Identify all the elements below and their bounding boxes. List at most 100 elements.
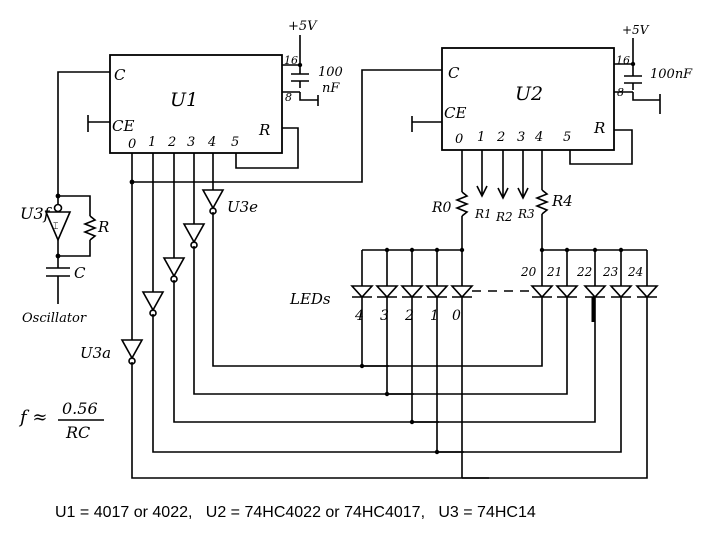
inverter-3-wire — [193, 153, 414, 395]
osc-resistor — [82, 215, 98, 241]
formula-lhs: f ≈ — [18, 407, 47, 428]
u1-to-u2-clock-wire — [132, 69, 442, 183]
led-label-2: 2 — [404, 308, 414, 324]
u2-name: U2 — [515, 83, 543, 105]
u2-output-network: R0 R1 R2 R3 R4 — [431, 150, 573, 250]
u2-cap-value: 100nF — [650, 67, 693, 82]
u1-name: U1 — [170, 89, 198, 111]
inverter-3-gate — [182, 223, 206, 244]
led-1 — [425, 250, 449, 452]
led-label-0: 0 — [452, 308, 461, 324]
r0-resistor — [454, 191, 470, 217]
r1-label: R1 — [474, 207, 492, 221]
r0-label: R0 — [431, 200, 452, 216]
leds-label: LEDs — [289, 290, 331, 308]
u2-out2-label: 2 — [496, 130, 505, 145]
u2-clock-label: C — [448, 64, 460, 82]
oscillator-feedback-wire — [57, 71, 110, 205]
u2-chip: U2 C CE R 16 8 0 1 2 3 4 5 — [441, 47, 630, 151]
u1-reset-wire — [235, 127, 299, 169]
r2-arrow — [497, 150, 509, 200]
led-24 — [462, 250, 659, 479]
inverter-2-bubble — [170, 275, 178, 283]
u3e-gate — [201, 189, 225, 210]
led-3 — [375, 250, 399, 394]
led-23 — [437, 250, 633, 453]
u1-decoupling-wires — [282, 35, 309, 93]
inverter-2-gate — [162, 257, 186, 278]
u1-out1-label: 1 — [148, 135, 156, 150]
u2-pin16-label: 16 — [616, 54, 630, 67]
led-22 — [412, 250, 607, 423]
u1-clock-label: C — [114, 66, 126, 84]
u2-out5-label: 5 — [563, 130, 571, 145]
led-label-24: 24 — [627, 265, 643, 279]
osc-resistor-label: R — [97, 218, 109, 236]
u1-out3-label: 3 — [187, 135, 195, 150]
u2-supply-label: +5V — [622, 23, 650, 37]
led-label-20: 20 — [520, 265, 537, 279]
u1-out4-label: 4 — [207, 135, 216, 150]
u1-reset-label: R — [258, 121, 270, 139]
u2-out0-label: 0 — [455, 132, 463, 147]
u3a-label: U3a — [80, 344, 111, 362]
osc-resistor-top-wire — [58, 195, 91, 216]
inverter-1-wire — [152, 153, 464, 453]
u1-out5-label: 5 — [231, 135, 239, 150]
u3f-schmitt-icon: ⌶ — [53, 221, 58, 231]
inverter-chain: U3a U3e — [80, 153, 489, 479]
led-group-left: 4 3 2 1 0 — [350, 247, 474, 478]
r4-resistor — [534, 189, 550, 215]
u2-ground — [632, 92, 661, 114]
u2-decoupling-wires — [614, 38, 642, 93]
led-20 — [362, 250, 554, 367]
inverter-2-wire — [173, 153, 439, 423]
u2-enable-label: CE — [444, 104, 466, 122]
u3a-gate — [120, 339, 144, 360]
u2-body — [441, 47, 615, 151]
led-label-23: 23 — [602, 265, 619, 279]
u1-out0-label: 0 — [128, 137, 136, 152]
u3e-wire — [212, 153, 389, 367]
led-21 — [387, 250, 579, 395]
u3a-bubble — [128, 357, 136, 365]
osc-capacitor-label: C — [74, 264, 86, 282]
formula-denominator: RC — [65, 423, 90, 442]
led-2 — [400, 250, 424, 422]
osc-capacitor — [46, 267, 70, 304]
led-label-4: 4 — [354, 308, 364, 324]
u2-out1-label: 1 — [477, 130, 485, 145]
u1-ground — [299, 92, 319, 106]
u1-enable-label: CE — [112, 117, 134, 135]
formula-numerator: 0.56 — [62, 399, 98, 418]
u2-reset-label: R — [593, 119, 605, 137]
led-4 — [350, 250, 374, 366]
u3a-wire — [131, 153, 489, 479]
oscillator: ⌶ U3f R C Oscillator — [20, 71, 110, 326]
osc-resistor-bottom-wire — [58, 240, 91, 257]
u3e-label: U3e — [227, 198, 258, 216]
u2-reset-wire — [569, 129, 633, 165]
oscillator-label: Oscillator — [22, 311, 87, 326]
r4-label: R4 — [551, 192, 573, 210]
led-label-21: 21 — [546, 265, 562, 279]
r3-arrow — [517, 150, 529, 200]
u2-ce-ground — [411, 116, 442, 132]
r3-label: R3 — [517, 207, 535, 221]
u3f-bubble — [53, 203, 63, 213]
inverter-1-bubble — [149, 309, 157, 317]
u1-supply-label: +5V — [288, 19, 318, 34]
led-group-right: 20 21 22 23 24 — [362, 247, 659, 479]
led-label-1: 1 — [430, 308, 439, 324]
u2-out3-label: 3 — [517, 130, 525, 145]
led-label-22: 22 — [576, 265, 592, 279]
u1-pin8-label: 8 — [285, 91, 292, 104]
u3e-bubble — [209, 207, 217, 215]
u2-out4-label: 4 — [534, 130, 543, 145]
u1-cap-unit: nF — [322, 81, 340, 96]
r1-arrow — [476, 150, 488, 198]
led-0 — [450, 250, 474, 478]
u1-cap-value: 100 — [318, 65, 343, 80]
u2-supply: +5V 100nF — [614, 23, 693, 114]
